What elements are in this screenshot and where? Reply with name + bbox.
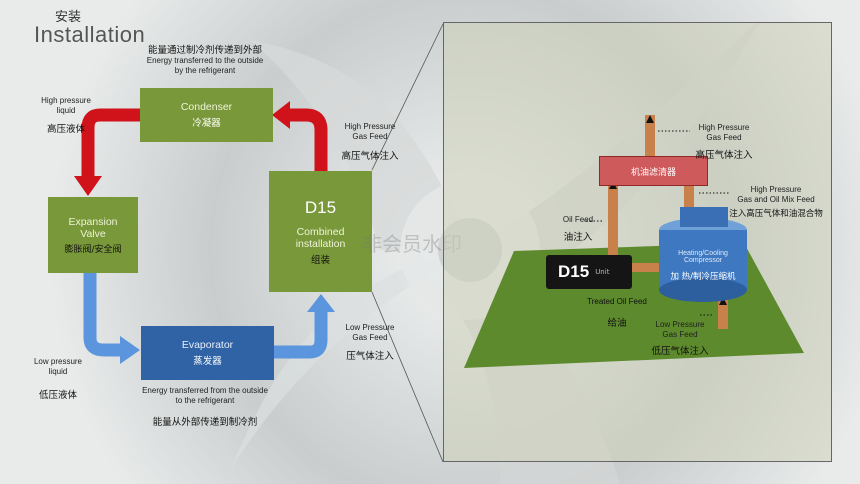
bottom-note: Energy transferred from the outside to t…: [120, 386, 290, 428]
hp-liquid-en-2: liquid: [56, 106, 76, 115]
hp-gas-en-1: High Pressure: [344, 122, 396, 131]
hp-gas-arrow: [646, 115, 654, 123]
expansion-valve-label-en-2: Valve: [80, 227, 106, 240]
lp-liquid-arrowhead: [120, 336, 140, 364]
lp-liquid-en-1: Low pressure: [33, 357, 83, 366]
d15-unit: D15 Unit: [546, 255, 632, 289]
inset-illustration: [464, 115, 804, 368]
d15-label-en-1: Combined: [296, 225, 345, 238]
hp-liquid-label: High pressure liquid 高压液体: [30, 96, 102, 135]
inset-panel: 机油滤清器 D15 Unit Heating/Cooling Compresso…: [443, 22, 832, 462]
hp-gas-arrow: [288, 108, 328, 171]
expansion-valve-label-cn: 膨胀阀/安全阀: [64, 244, 122, 255]
lp-gas-pipe: [718, 295, 728, 329]
inset-mix-cn: 注入高压气体和油混合物: [729, 209, 823, 219]
inset-hp-gas-en-1: High Pressure: [698, 123, 750, 132]
lp-gas-cn: 压气体注入: [346, 351, 394, 362]
compressor-cap: [680, 207, 728, 227]
inset-oil-feed-en: Oil Feed: [562, 215, 594, 224]
compressor-en-2: Compressor: [683, 257, 723, 264]
inset-mix-en-2: Gas and Oil Mix Feed: [737, 195, 815, 204]
inset-hp-gas-en-2: Gas Feed: [706, 133, 742, 142]
d15-unit-title: D15: [558, 262, 590, 281]
lp-gas-en-2: Gas Feed: [352, 333, 388, 342]
hp-gas-label: High Pressure Gas Feed 高压气体注入: [330, 122, 410, 162]
oil-filter-label: 机油滤清器: [630, 167, 676, 178]
compressor-cn: 加 热/制冷压缩机: [670, 272, 736, 282]
compressor-bottom: [659, 278, 747, 302]
lp-gas-arrowhead: [307, 294, 335, 312]
inset-treated-oil-label: Treated Oil Feed 给油: [572, 297, 662, 329]
expansion-valve-label-en-1: Expansion: [68, 215, 118, 228]
inset-hp-gas-cn: 高压气体注入: [695, 150, 753, 161]
d15-label-cn: 组装: [310, 254, 330, 266]
lp-gas-arrow: [719, 297, 727, 305]
bottom-note-en-2: to the refrigerant: [175, 396, 235, 405]
inset-mix-en-1: High Pressure: [750, 185, 802, 194]
top-note: 能量通过制冷剂传递到外部 Energy transferred to the o…: [130, 42, 280, 76]
top-note-cn: 能量通过制冷剂传递到外部: [147, 45, 262, 56]
hp-gas-en-2: Gas Feed: [352, 132, 388, 141]
hp-liquid-en-1: High pressure: [41, 96, 91, 105]
inset-hp-gas-label: High Pressure Gas Feed 高压气体注入: [686, 123, 762, 161]
hp-liquid-cn: 高压液体: [46, 124, 85, 135]
lp-liquid-label: Low pressure liquid 低压液体: [22, 357, 94, 401]
d15-box: D15 Combined installation 组装: [269, 171, 372, 292]
inset-lp-gas-label: Low Pressure Gas Feed 低压气体注入: [640, 320, 720, 357]
oil-feed-pipe: [608, 179, 618, 259]
inset-oil-feed-label: Oil Feed 油注入: [552, 215, 604, 243]
expansion-valve-box: Expansion Valve 膨胀阀/安全阀: [48, 197, 138, 273]
d15-unit-sub: Unit: [595, 268, 610, 276]
compressor-label: Heating/Cooling Compressor 加 热/制冷压缩机: [659, 250, 747, 282]
oil-filter-box: 机油滤清器: [599, 156, 708, 186]
inset-treated-oil-cn: 给油: [607, 318, 627, 329]
inset-lp-gas-en-1: Low Pressure: [655, 320, 705, 329]
lp-gas-en-1: Low Pressure: [345, 323, 395, 332]
lp-liquid-cn: 低压液体: [38, 390, 77, 401]
inset-lp-gas-cn: 低压气体注入: [651, 346, 709, 357]
evaporator-label-en: Evaporator: [181, 339, 234, 351]
hp-liquid-arrowhead: [74, 176, 102, 196]
d15-title: D15: [304, 197, 337, 217]
inset-mix-label: High Pressure Gas and Oil Mix Feed 注入高压气…: [720, 185, 832, 219]
d15-label-en-2: installation: [295, 237, 346, 250]
compressor-en-1: Heating/Cooling: [678, 250, 728, 257]
bottom-note-cn: 能量从外部传递到制冷剂: [152, 417, 258, 428]
condenser-label-cn: 冷凝器: [192, 118, 221, 129]
hp-liquid-arrow: [81, 108, 140, 178]
hp-gas-arrowhead: [272, 101, 290, 129]
treated-oil-pipe: [626, 263, 666, 272]
title-chinese: 安装: [55, 10, 82, 25]
lp-liquid-arrow: [83, 270, 122, 357]
mix-pipe: [684, 183, 694, 213]
condenser-label-en: Condenser: [180, 101, 233, 113]
title-english: Installation: [34, 22, 146, 47]
inset-lp-gas-en-2: Gas Feed: [662, 330, 698, 339]
lp-liquid-en-2: liquid: [48, 367, 68, 376]
hp-gas-pipe: [645, 115, 655, 157]
evaporator-label-cn: 蒸发器: [193, 356, 222, 367]
inset-oil-feed-cn: 油注入: [563, 232, 593, 243]
lp-gas-arrow: [270, 310, 328, 359]
bottom-note-en-1: Energy transferred from the outside: [142, 386, 268, 395]
top-note-en-2: by the refrigerant: [174, 66, 236, 75]
hp-gas-cn: 高压气体注入: [341, 151, 399, 162]
top-note-en-1: Energy transferred to the outside: [146, 56, 264, 65]
inset-treated-oil-en: Treated Oil Feed: [587, 297, 647, 306]
condenser-box: Condenser 冷凝器: [140, 88, 273, 142]
evaporator-box: Evaporator 蒸发器: [141, 326, 274, 380]
lp-gas-label: Low Pressure Gas Feed 压气体注入: [330, 323, 410, 362]
